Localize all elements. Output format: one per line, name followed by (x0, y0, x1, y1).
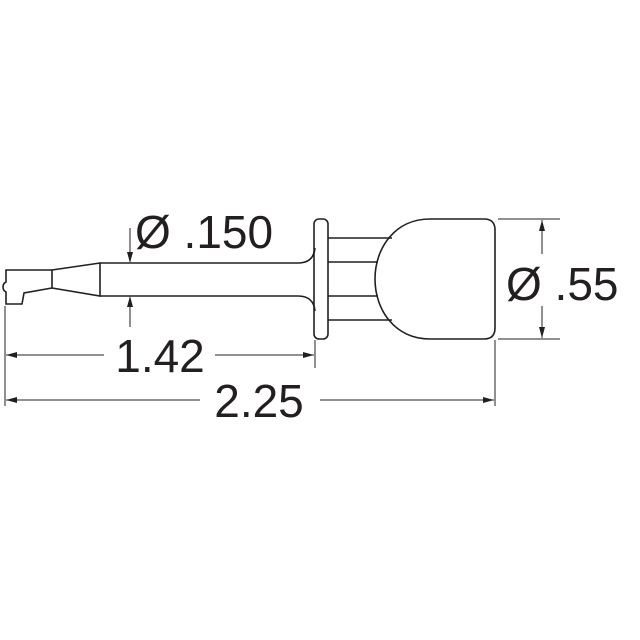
cap-diameter-label: Ø .55 (506, 258, 619, 310)
flange (313, 218, 329, 340)
hook-tip (2, 269, 53, 305)
overall-length-label: 2.25 (214, 375, 304, 427)
shaft-diameter-label: Ø .150 (135, 206, 273, 258)
shaft-diameter-dimension: Ø .150 (127, 206, 273, 327)
shaft-length-dimension: 1.42 (6, 330, 314, 382)
extension-lines (4, 306, 496, 406)
ribs (328, 237, 392, 321)
cap-diameter-dimension: Ø .55 (498, 218, 619, 340)
overall-length-dimension: 2.25 (6, 375, 494, 427)
taper (51, 262, 101, 297)
cap (374, 218, 496, 340)
shaft-length-label: 1.42 (115, 330, 205, 382)
